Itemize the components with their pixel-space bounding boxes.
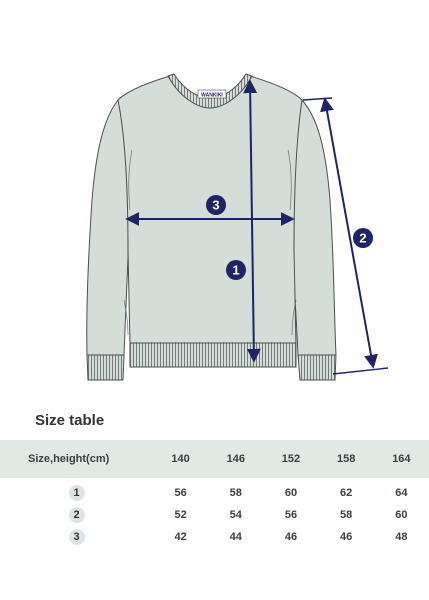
size-header: 158	[336, 453, 356, 465]
table-cell: 64	[395, 487, 408, 499]
size-table: Size,height(cm) 140 146 152 158 164 1 56…	[0, 440, 429, 548]
table-cell: 52	[174, 509, 187, 521]
row-marker-badge: 2	[68, 507, 85, 523]
marker-2: 2	[353, 228, 373, 248]
table-cell: 48	[395, 531, 408, 543]
table-cell: 62	[340, 487, 353, 499]
table-cell: 54	[229, 509, 242, 521]
header-label: Size,height(cm)	[28, 453, 110, 465]
table-cell: 56	[284, 509, 298, 521]
table-row: 2 52 54 56 58 60	[0, 504, 429, 526]
table-cell: 56	[174, 487, 187, 499]
table-cell: 42	[174, 531, 187, 543]
svg-text:2: 2	[359, 231, 366, 246]
marker-3: 3	[206, 195, 226, 215]
table-row: 1 56 58 60 62 64	[0, 478, 429, 504]
table-cell: 60	[284, 487, 298, 499]
size-table-header-row: Size,height(cm) 140 146 152 158 164	[0, 440, 429, 478]
table-cell: 60	[395, 509, 408, 521]
table-cell: 46	[340, 531, 353, 543]
svg-text:1: 1	[232, 263, 239, 278]
size-header: 146	[226, 453, 245, 465]
size-header: 152	[281, 453, 301, 465]
brand-tag	[197, 89, 227, 99]
right-cuff	[297, 354, 337, 381]
table-cell: 58	[229, 487, 242, 499]
table-cell: 46	[284, 531, 298, 543]
size-header: 140	[171, 453, 190, 465]
svg-text:3: 3	[212, 198, 219, 213]
size-header: 164	[392, 453, 411, 465]
sweater-illustration: WANKIKI 1 2 3	[86, 73, 389, 381]
row-marker-badge: 1	[68, 485, 85, 501]
marker-1: 1	[226, 260, 246, 280]
sleeve-arrow	[320, 97, 378, 369]
collar-rib	[167, 73, 253, 109]
left-cuff	[86, 354, 125, 381]
size-table-title: Size table	[35, 412, 105, 429]
brand-label: WANKIKI	[201, 93, 223, 99]
row-marker-badge: 3	[68, 529, 85, 545]
hem-rib	[129, 342, 297, 368]
table-cell: 58	[340, 509, 353, 521]
table-cell: 44	[229, 531, 242, 543]
table-row: 3 42 44 46 46 48	[0, 526, 429, 548]
